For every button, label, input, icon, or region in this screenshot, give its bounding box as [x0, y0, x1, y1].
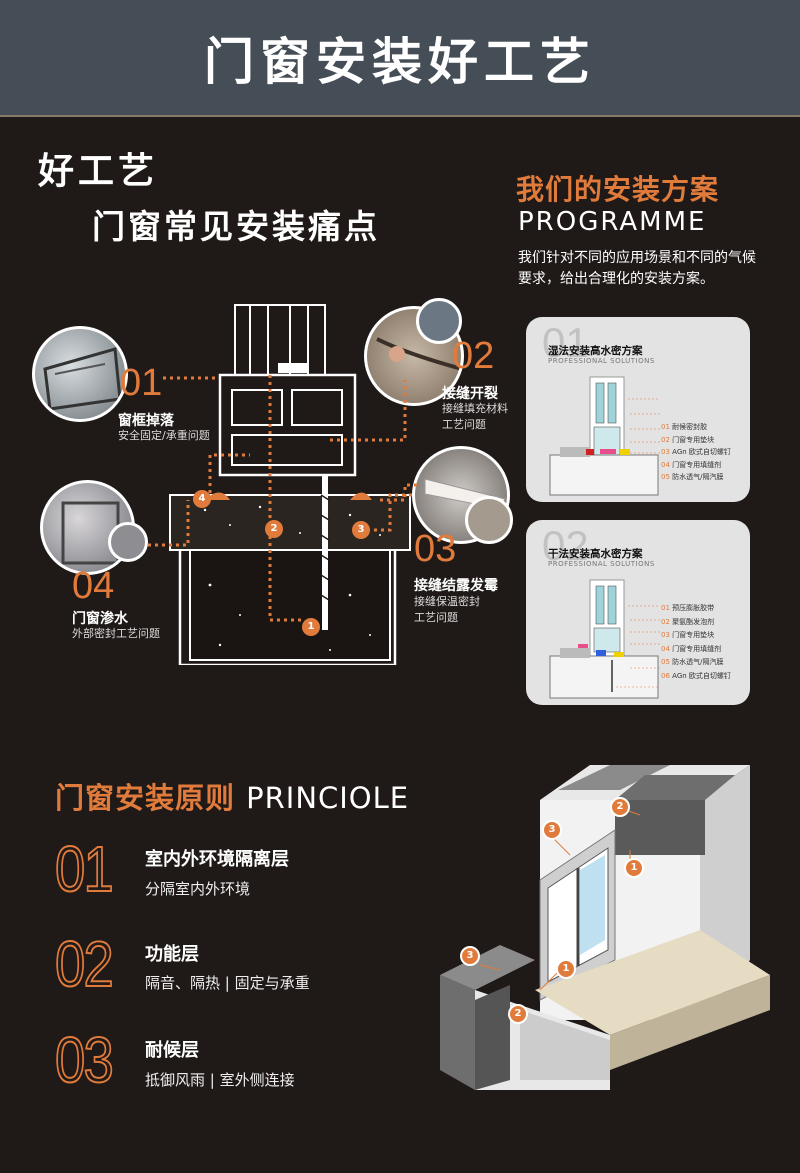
list-item: 02 聚氨酯发泡剂 — [661, 617, 715, 626]
card-title: 湿法安装高水密方案 — [548, 345, 643, 357]
window-cross-section-diagram — [169, 304, 415, 665]
iso-marker: 3 — [460, 946, 480, 966]
page-header: 门窗安装好工艺 — [0, 0, 800, 115]
list-item: 01 预压膨胀胶带 — [661, 604, 715, 612]
section-title: 好工艺 — [38, 151, 159, 192]
iso-marker: 2 — [610, 797, 630, 817]
card-number: 02 — [542, 522, 589, 569]
iso-marker: 1 — [624, 858, 644, 878]
programme-title-en: PROGRAMME — [518, 207, 707, 237]
programme-description: 我们针对不同的应用场景和不同的气候要求，给出合理化的安装方案。 — [518, 250, 756, 287]
principle-item-title: 耐候层 — [145, 1040, 199, 1061]
photo-frame-falling — [32, 326, 128, 422]
diagram-marker: 3 — [352, 521, 370, 539]
photo-condensation-detail — [465, 496, 513, 544]
photo-joint-crack-detail — [416, 298, 462, 344]
card-item-list: 01 预压膨胀胶带 02 聚氨酯发泡剂 03 门窗专用垫块 04 门窗专用填缝剂… — [661, 602, 731, 684]
diagram-marker: 2 — [265, 520, 283, 538]
solution-card-dry: 02 干法安装高水密方案 PROFESSIONAL SOLUTIONS 01 预… — [526, 520, 750, 705]
pain-title: 窗框掉落 — [118, 413, 174, 429]
pain-number: 01 — [120, 362, 163, 404]
card-item-list: 01 耐候密封胶 02 门窗专用垫块 03 AGn 欧式自切螺钉 04 门窗专用… — [661, 421, 731, 484]
iso-marker: 3 — [542, 820, 562, 840]
card-subtitle: PROFESSIONAL SOLUTIONS — [548, 560, 655, 568]
list-item: 03 AGn 欧式自切螺钉 — [661, 448, 731, 456]
pain-number: 02 — [452, 335, 495, 377]
wet-install-diagram — [549, 376, 660, 496]
list-item: 04 门窗专用填缝剂 — [661, 644, 722, 653]
pain-number: 04 — [72, 565, 115, 607]
card-subtitle: PROFESSIONAL SOLUTIONS — [548, 357, 655, 365]
principle-number: 01 — [54, 832, 115, 906]
iso-marker: 2 — [508, 1004, 528, 1024]
list-item: 02 门窗专用垫块 — [661, 435, 715, 444]
pain-desc: 安全固定/承重问题 — [118, 429, 210, 442]
header-divider — [0, 115, 800, 117]
principle-number: 02 — [54, 927, 115, 1001]
principle-item-desc: 分隔室内外环境 — [145, 880, 251, 898]
dry-install-diagram — [549, 579, 660, 699]
iso-marker: 1 — [556, 959, 576, 979]
pain-number: 03 — [414, 528, 457, 570]
isometric-wall-diagram — [440, 765, 770, 1090]
pain-desc: 外部密封工艺问题 — [72, 627, 160, 640]
principle-item-desc: 隔音、隔热 | 固定与承重 — [145, 974, 310, 992]
pain-title: 门窗渗水 — [72, 611, 128, 627]
diagram-marker: 1 — [302, 618, 320, 636]
list-item: 03 门窗专用垫块 — [661, 631, 715, 640]
pain-desc: 接缝保温密封工艺问题 — [414, 595, 480, 624]
section-subtitle: 门窗常见安装痛点 — [92, 207, 380, 246]
pain-title: 接缝结露发霉 — [414, 578, 498, 594]
principle-item-title: 室内外环境隔离层 — [145, 849, 289, 870]
list-item: 05 防水透气/隔汽膜 — [661, 658, 724, 667]
list-item: 06 AGn 欧式自切螺钉 — [661, 671, 731, 680]
leader-lines-right — [330, 380, 420, 502]
list-item: 04 门窗专用填缝剂 — [661, 460, 722, 469]
card-number: 01 — [542, 319, 589, 366]
principle-item-title: 功能层 — [145, 944, 199, 965]
diagram-marker: 4 — [193, 490, 211, 508]
principle-item-desc: 抵御风雨 | 室外侧连接 — [145, 1071, 295, 1089]
leader-lines — [148, 376, 218, 547]
principle-number: 03 — [54, 1023, 115, 1097]
programme-title: 我们的安装方案 — [516, 173, 720, 206]
list-item: 05 防水透气/隔汽膜 — [661, 473, 724, 481]
page-title: 门窗安装好工艺 — [204, 32, 596, 91]
pain-title: 接缝开裂 — [442, 386, 498, 402]
pain-desc: 接缝填充材料工艺问题 — [442, 402, 508, 431]
list-item: 01 耐候密封胶 — [661, 423, 708, 431]
solution-card-wet: 01 湿法安装高水密方案 PROFESSIONAL SOLUTIONS 01 耐… — [526, 317, 750, 502]
principle-title: 门窗安装原则 PRINCIOLE — [55, 781, 410, 815]
card-title: 干法安装高水密方案 — [548, 548, 643, 560]
photo-leakage-detail — [108, 522, 148, 562]
